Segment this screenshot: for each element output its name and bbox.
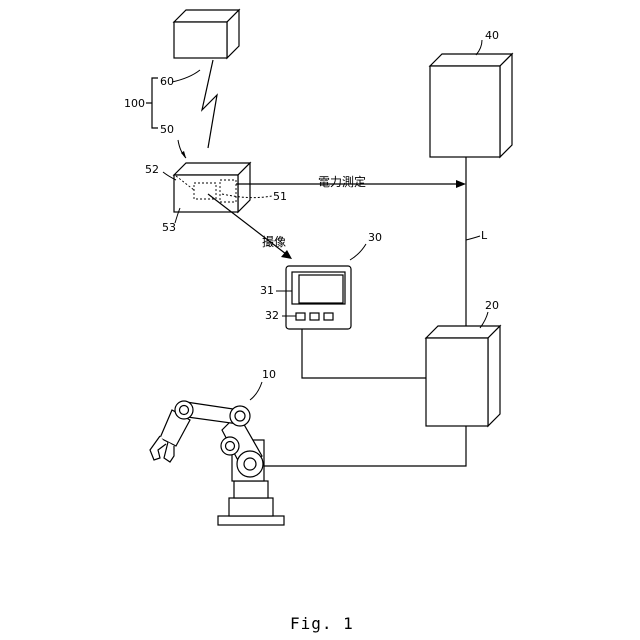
wireless-signal-zigzag — [202, 60, 217, 148]
label-10: 10 — [262, 369, 276, 380]
label-31: 31 — [260, 285, 274, 296]
label-20: 20 — [485, 300, 499, 311]
leader-60 — [172, 70, 200, 82]
figure-caption: Fig. 1 — [290, 614, 354, 633]
label-51: 51 — [273, 191, 287, 202]
leader-L — [466, 236, 480, 240]
label-53: 53 — [162, 222, 176, 233]
label-imaging: 撮像 — [262, 236, 286, 248]
label-L: L — [481, 230, 487, 241]
cable-20-to-10 — [264, 426, 466, 466]
label-power-measurement: 電力測定 — [318, 176, 366, 188]
group-100-bracket — [152, 78, 158, 128]
leader-40 — [476, 40, 482, 55]
leader-10 — [250, 382, 262, 400]
leader-30 — [350, 244, 366, 260]
device-60-box — [174, 10, 239, 58]
cable-30-to-20 — [302, 329, 426, 378]
label-52: 52 — [145, 164, 159, 175]
robot-10 — [150, 401, 284, 525]
label-32: 32 — [265, 310, 279, 321]
device-40-box — [430, 54, 512, 157]
label-40: 40 — [485, 30, 499, 41]
device-30-pendant — [286, 266, 351, 329]
device-20-box — [426, 326, 500, 426]
label-60: 60 — [160, 76, 174, 87]
label-30: 30 — [368, 232, 382, 243]
label-50: 50 — [160, 124, 174, 135]
device-50-box — [174, 163, 250, 212]
label-100: 100 — [124, 98, 145, 109]
